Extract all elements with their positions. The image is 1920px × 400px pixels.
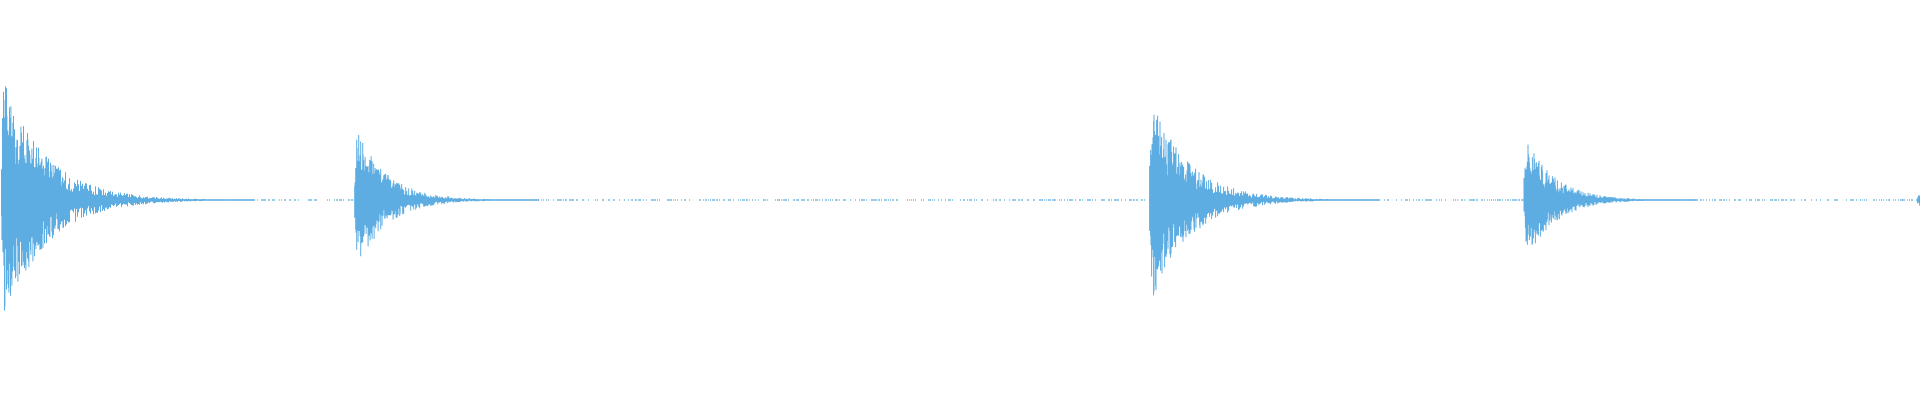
waveform-burst-4 <box>1523 144 1697 245</box>
waveform-burst-1 <box>1 86 255 311</box>
waveform-burst-3 <box>1149 114 1381 296</box>
waveform-burst-5 <box>1917 195 1920 206</box>
waveform-burst-2 <box>354 135 540 257</box>
